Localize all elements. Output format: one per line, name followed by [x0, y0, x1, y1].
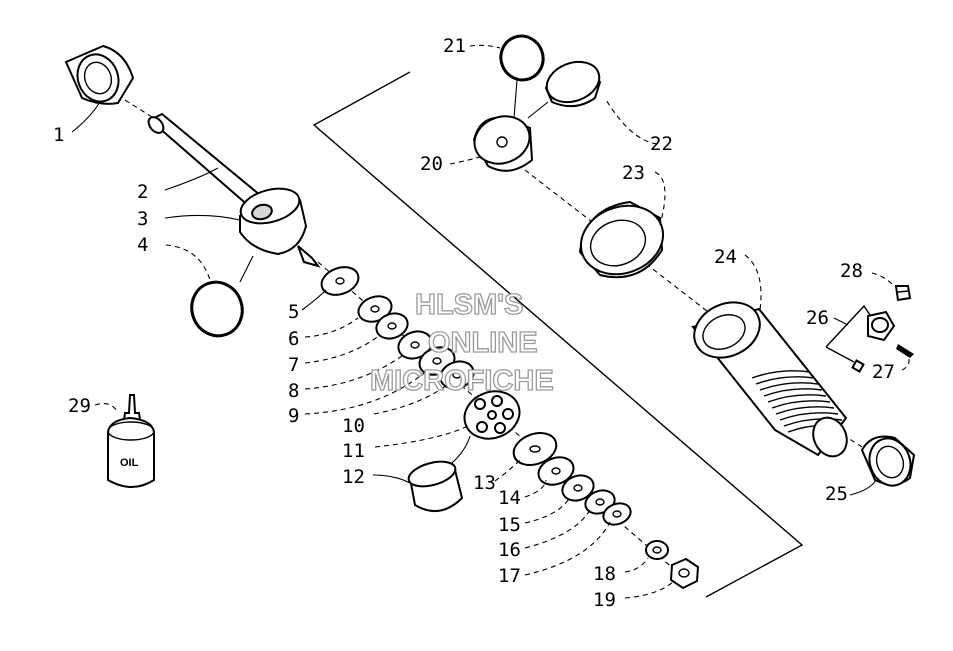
- subassembly-bracket: [312, 71, 804, 598]
- part-14-washer: [537, 456, 575, 486]
- callout-27: 27: [872, 361, 895, 383]
- part-28-screw: [894, 285, 912, 302]
- watermark-line-2: ONLINE: [428, 327, 538, 359]
- part-22-band: [544, 60, 602, 108]
- callout-23: 23: [622, 162, 645, 184]
- callout-8: 8: [288, 380, 299, 402]
- part-10-washer: [439, 360, 475, 390]
- callout-24: 24: [714, 246, 737, 268]
- leader-lines: [71, 44, 910, 599]
- part-20-reservoir-piston: [472, 115, 534, 172]
- part-8-washer: [397, 330, 433, 360]
- callout-12: 12: [342, 466, 365, 488]
- part-1-eyelet: [64, 44, 135, 105]
- part-29-oil-bottle: [107, 394, 155, 488]
- callout-17: 17: [498, 565, 521, 587]
- part-26-valve: [825, 304, 896, 373]
- callout-28: 28: [840, 260, 863, 282]
- callout-1: 1: [53, 124, 64, 146]
- part-25-bushing: [860, 435, 916, 487]
- part-18-washer: [645, 540, 669, 560]
- watermark-line-3: MICROFICHE: [370, 365, 554, 397]
- callout-22: 22: [650, 133, 673, 155]
- callout-14: 14: [498, 487, 521, 509]
- callout-7: 7: [288, 354, 299, 376]
- watermark-line-1: HLSM'S: [415, 289, 523, 321]
- callout-9: 9: [288, 405, 299, 427]
- callout-4: 4: [137, 234, 148, 256]
- callout-labels: 1 2 3 4 5 6 7 8 9 10 11 12 13 14 15 16 1…: [53, 35, 895, 611]
- callout-13: 13: [473, 472, 496, 494]
- part-4-o-ring: [190, 280, 244, 338]
- callout-5: 5: [288, 301, 299, 323]
- callout-20: 20: [420, 153, 443, 175]
- part-21-o-ring: [499, 34, 545, 82]
- callout-18: 18: [593, 563, 616, 585]
- part-7-washer: [375, 312, 409, 340]
- part-23-cap: [578, 200, 665, 279]
- callout-15: 15: [498, 514, 521, 536]
- callout-21: 21: [443, 35, 466, 57]
- part-13-washer: [512, 432, 558, 466]
- part-19-nut: [669, 557, 700, 590]
- part-11-piston: [463, 390, 521, 440]
- callout-19: 19: [593, 589, 616, 611]
- callout-11: 11: [342, 440, 365, 462]
- callout-26: 26: [806, 307, 829, 329]
- part-5-washer: [320, 266, 360, 296]
- callout-6: 6: [288, 328, 299, 350]
- callout-10: 10: [342, 415, 365, 437]
- callout-29: 29: [68, 395, 91, 417]
- callout-25: 25: [825, 483, 848, 505]
- callout-16: 16: [498, 539, 521, 561]
- oil-bottle-label: OIL: [120, 457, 139, 469]
- axis-line-rod: [124, 99, 161, 123]
- part-27-valve-core: [896, 344, 914, 358]
- part-3-body-head: [239, 187, 321, 268]
- part-12-piston-band: [407, 460, 464, 513]
- part-6-washer: [357, 295, 393, 323]
- part-15-washer: [561, 474, 595, 502]
- callout-2: 2: [137, 181, 148, 203]
- part-17-washer: [602, 502, 632, 526]
- callout-3: 3: [137, 208, 148, 230]
- part-24-shock-body: [691, 301, 848, 458]
- watermark: HLSM'S ONLINE MICROFICHE: [369, 288, 554, 397]
